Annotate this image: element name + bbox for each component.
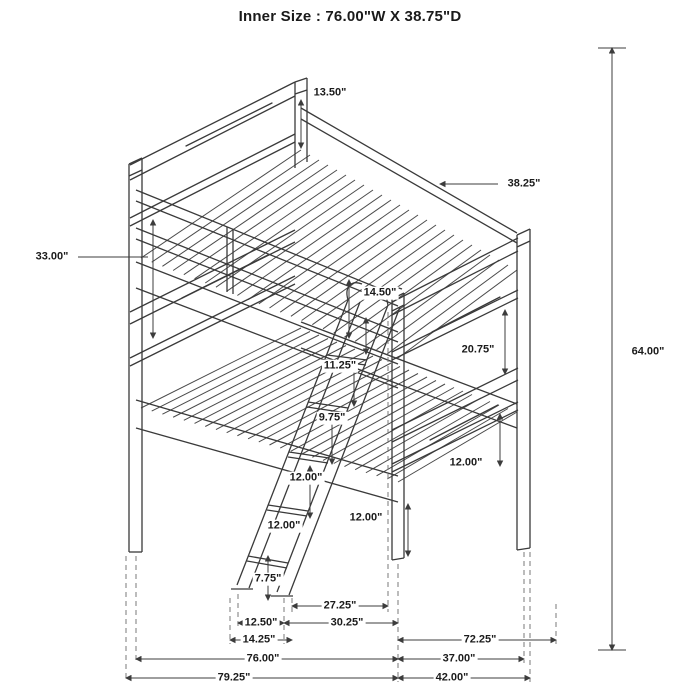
dim-label-12-00-b: 12.00" [265,519,303,533]
dim-label-12-00-a: 12.00" [287,471,325,485]
dim-label-9-75: 9.75" [316,411,348,425]
dim-label-12-50: 12.50" [242,616,280,630]
dim-label-30-25: 30.25" [328,616,366,630]
dim-label-37-00: 37.00" [440,652,478,666]
dim-label-20-75: 20.75" [459,343,497,357]
dim-label-13-50: 13.50" [311,86,349,100]
dim-label-72-25: 72.25" [461,633,499,647]
dim-label-11-25: 11.25" [321,359,359,373]
dim-label-7-75: 7.75" [252,572,284,586]
dim-label-42-00: 42.00" [433,671,471,685]
top-bunk-slats [140,149,518,359]
dim-label-38-25: 38.25" [505,177,543,191]
dim-label-14-25: 14.25" [240,633,278,647]
dim-label-64-00: 64.00" [629,345,667,359]
dim-label-76-00: 76.00" [244,652,282,666]
bed-frame-lines [128,77,531,597]
dim-label-27-25: 27.25" [321,599,359,613]
dim-label-79-25: 79.25" [215,671,253,685]
inner-size-title: Inner Size : 76.00"W X 38.75"D [238,8,462,25]
dim-label-12-00-c: 12.00" [347,511,385,525]
dim-label-14-50: 14.50" [361,286,399,300]
dim-label-12-00-d: 12.00" [447,456,485,470]
dim-label-33-00: 33.00" [33,250,71,264]
